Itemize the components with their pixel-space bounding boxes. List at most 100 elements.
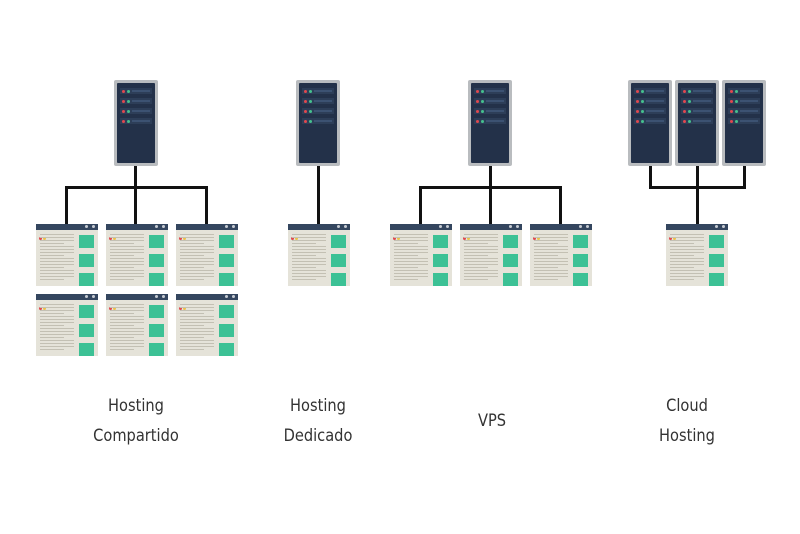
text-line: [670, 276, 704, 277]
server-drive-slot: [120, 98, 152, 104]
text-line: [110, 243, 134, 244]
text-line: [670, 240, 704, 241]
content-block: [503, 273, 518, 286]
content-block: [79, 343, 94, 356]
text-line: [534, 264, 568, 265]
text-line: [394, 270, 428, 271]
text-line: [40, 334, 74, 335]
text-line: [292, 273, 326, 274]
text-line: [292, 255, 316, 256]
text-line: [670, 279, 694, 280]
text-line: [534, 261, 568, 262]
connector-line: [205, 186, 208, 226]
text-line: [180, 279, 204, 280]
text-line: [40, 237, 74, 238]
text-line: [292, 234, 326, 235]
text-line: [464, 243, 488, 244]
window-dots: [39, 225, 47, 244]
window-dots: [179, 295, 187, 314]
text-line: [40, 322, 74, 323]
text-line: [292, 261, 326, 262]
server-drive-slot: [474, 88, 506, 94]
window-dots: [669, 225, 677, 244]
text-line: [394, 249, 428, 250]
window-controls: [225, 225, 235, 228]
window-controls: [337, 225, 347, 228]
text-line: [40, 246, 74, 247]
text-line: [40, 267, 64, 268]
content-block: [79, 254, 94, 267]
window-dots: [109, 225, 117, 244]
server-drive-slot: [302, 98, 334, 104]
content-block: [709, 273, 724, 286]
connector-line: [317, 166, 320, 226]
text-line: [40, 325, 64, 326]
website-icon: [460, 224, 522, 286]
caption-line-1: VPS: [477, 411, 507, 431]
text-line: [534, 234, 568, 235]
text-line: [180, 246, 214, 247]
text-line: [40, 349, 64, 350]
text-line: [394, 252, 428, 253]
text-line: [110, 267, 134, 268]
caption-line-2: Dedicado: [283, 426, 353, 446]
text-line: [180, 234, 214, 235]
text-line: [40, 234, 74, 235]
text-line: [110, 310, 144, 311]
text-line: [534, 258, 568, 259]
content-block: [433, 254, 448, 267]
content-block: [219, 324, 234, 337]
text-line: [394, 246, 428, 247]
text-line: [180, 273, 214, 274]
window-controls: [715, 225, 725, 228]
text-line: [180, 243, 204, 244]
text-line: [292, 276, 326, 277]
content-block: [79, 235, 94, 248]
caption-line-1: Hosting: [108, 396, 164, 416]
content-block: [709, 235, 724, 248]
text-line: [180, 270, 214, 271]
text-line: [394, 240, 428, 241]
text-line: [110, 273, 144, 274]
caption-hosting-dedicado: Hosting Dedicado: [266, 391, 369, 451]
window-controls: [85, 225, 95, 228]
content-block: [219, 273, 234, 286]
connector-line: [559, 186, 562, 226]
text-line: [40, 249, 74, 250]
text-line: [110, 325, 134, 326]
text-line: [40, 346, 74, 347]
caption-line-2: Compartido: [93, 426, 179, 446]
text-line: [180, 255, 204, 256]
text-line: [464, 252, 498, 253]
window-dots: [179, 225, 187, 244]
text-line: [534, 237, 568, 238]
text-line: [292, 246, 326, 247]
text-line: [180, 334, 214, 335]
text-line: [40, 313, 64, 314]
text-line: [394, 255, 418, 256]
server-icon: [114, 80, 158, 166]
text-line: [534, 267, 558, 268]
window-controls: [509, 225, 519, 228]
text-line: [40, 310, 74, 311]
website-icon: [288, 224, 350, 286]
text-line: [110, 279, 134, 280]
text-line: [110, 258, 144, 259]
server-drive-slot: [302, 118, 334, 124]
text-line: [534, 246, 568, 247]
text-line: [292, 270, 326, 271]
text-line: [110, 304, 144, 305]
text-line: [534, 273, 568, 274]
text-line: [534, 270, 568, 271]
window-dots: [393, 225, 401, 244]
text-line: [670, 246, 704, 247]
content-block: [149, 324, 164, 337]
content-block: [219, 343, 234, 356]
server-drive-slot: [302, 88, 334, 94]
text-line: [40, 343, 74, 344]
text-line: [40, 331, 74, 332]
text-line: [180, 240, 214, 241]
text-line: [394, 243, 418, 244]
text-line: [670, 243, 694, 244]
server-drive-slot: [681, 118, 713, 124]
